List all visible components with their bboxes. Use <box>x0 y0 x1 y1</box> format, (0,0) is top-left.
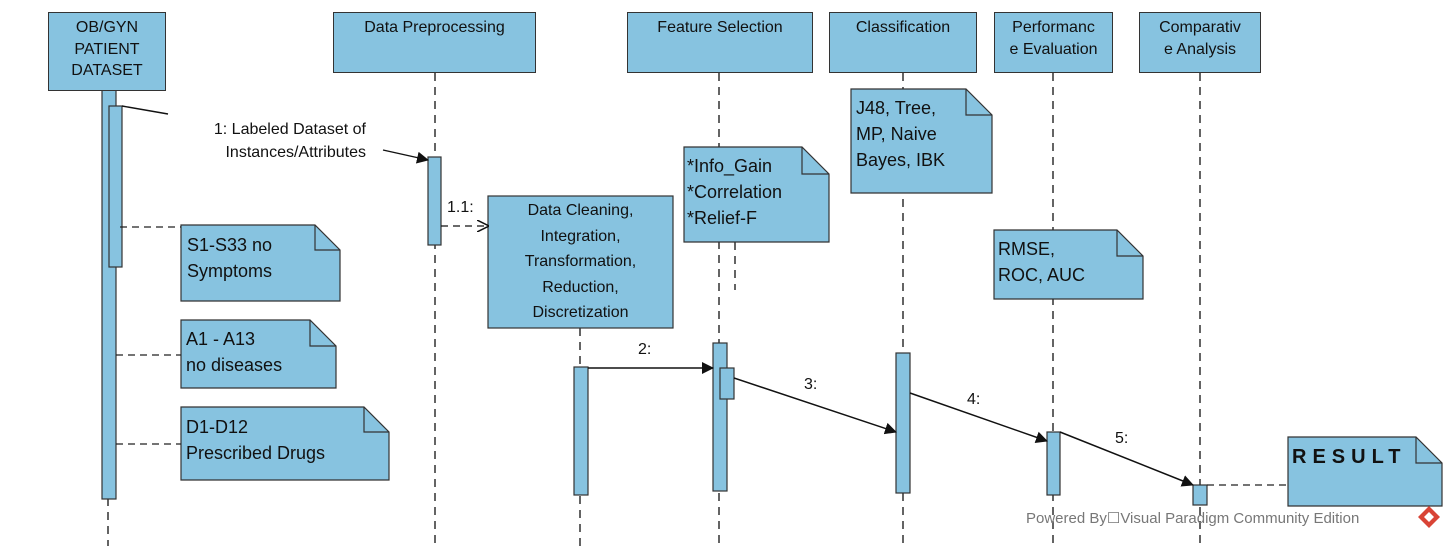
note-d-drugs: D1-D12 Prescribed Drugs <box>186 417 326 464</box>
note-classifiers: J48, Tree, MP, Naive Bayes, IBK <box>856 98 946 171</box>
note-a-box <box>180 319 337 389</box>
note-preprocessing-box <box>487 195 674 329</box>
activation-cls <box>895 352 911 494</box>
lifeline-header-ob: OB/GYN PATIENT DATASET <box>48 12 166 91</box>
lifeline-header-comp: Comparativ e Analysis <box>1139 12 1261 73</box>
activation-feat <box>712 342 728 492</box>
activation-ob-inner <box>108 105 123 268</box>
message-1-arrow <box>382 149 429 164</box>
lifeline-header-feat: Feature Selection <box>627 12 813 73</box>
note-result: RESULT <box>1292 446 1407 468</box>
visual-paradigm-logo-icon <box>1418 506 1440 528</box>
note-metrics: RMSE, ROC, AUC <box>998 239 1086 286</box>
message-2-label: 2: <box>638 341 652 358</box>
message-4-arrow <box>909 392 1048 444</box>
message-1-line <box>121 105 169 115</box>
activation-feat-inner <box>719 367 735 400</box>
note-s-symptoms: S1-S33 no Symptoms <box>187 235 273 282</box>
activation-pre <box>427 156 442 246</box>
note-feature-methods: *Info_Gain *Correlation *Relief-F <box>687 156 783 229</box>
note-s-box <box>180 224 341 302</box>
activation-comp <box>1192 484 1208 506</box>
note-feature-box <box>683 146 830 243</box>
activation-perf <box>1046 431 1061 496</box>
note-d-box <box>180 406 390 481</box>
activation-preproc <box>573 366 589 496</box>
note-metrics-box <box>993 229 1144 300</box>
note-preprocessing-steps: Data Cleaning, Integration, Transformati… <box>524 202 637 322</box>
lifeline-header-pre: Data Preprocessing <box>333 12 536 73</box>
message-5-arrow <box>1059 431 1194 487</box>
message-4-label: 4: <box>967 391 981 408</box>
message-1-1-label: 1.1: <box>447 199 474 216</box>
lifeline-header-perf: Performanc e Evaluation <box>994 12 1113 73</box>
note-result-box <box>1287 436 1443 507</box>
lifeline-header-cls: Classification <box>829 12 977 73</box>
powered-by-footer: Powered By☐Visual Paradigm Community Edi… <box>1026 510 1360 527</box>
note-classifiers-box <box>850 88 993 194</box>
message-1-label: 1: Labeled Dataset of Instances/Attribut… <box>213 121 366 162</box>
message-3-label: 3: <box>804 376 818 393</box>
message-5-label: 5: <box>1115 430 1129 447</box>
note-a-diseases: A1 - A13 no diseases <box>186 329 283 376</box>
message-3-arrow <box>733 377 897 435</box>
